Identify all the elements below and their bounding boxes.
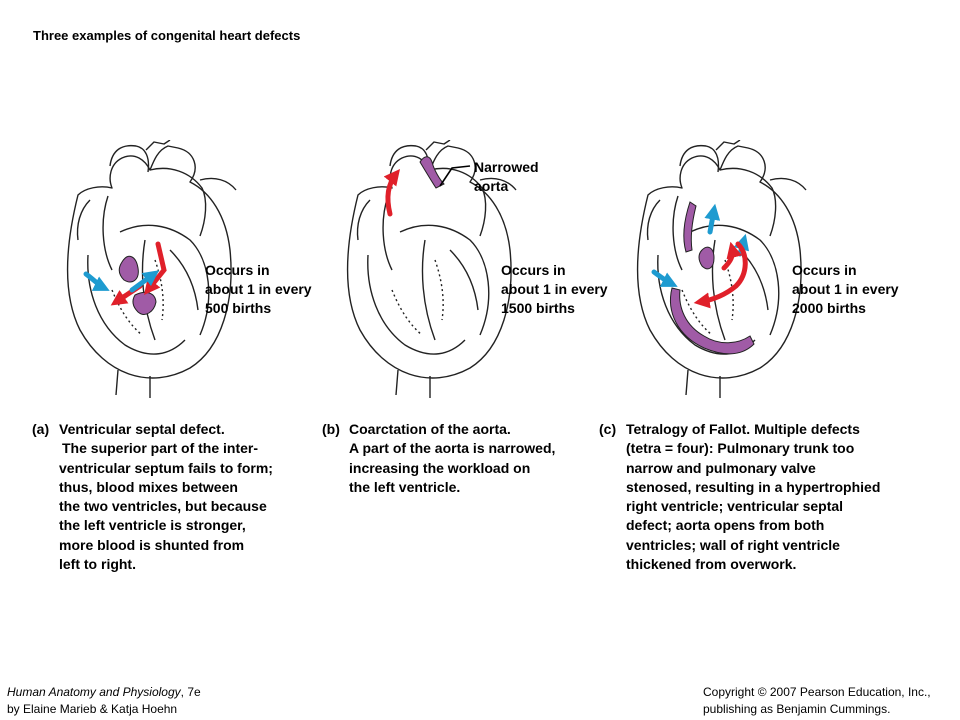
narrowed-aorta-label: Narrowed aorta	[474, 159, 539, 194]
caption-b-text: Coarctation of the aorta. A part of the …	[349, 421, 556, 495]
caption-c-text: Tetralogy of Fallot. Multiple defects (t…	[626, 421, 881, 573]
septal-defect-region	[132, 291, 157, 315]
deoxygenated-blood-arrow	[83, 271, 110, 291]
footer-book-credit: Human Anatomy and Physiology, 7e by Elai…	[7, 684, 201, 718]
oxygenated-blood-arrow	[721, 241, 743, 271]
heart-diagram-b	[346, 140, 517, 399]
panel-letter-c: (c)	[599, 421, 617, 437]
deoxygenated-blood-arrow	[704, 203, 721, 235]
occurrence-stat-c: Occurs in about 1 in every 2000 births	[792, 262, 899, 316]
figure-title: Three examples of congenital heart defec…	[33, 28, 301, 43]
septal-defect-region	[118, 255, 139, 283]
panel-letter-a: (a)	[32, 421, 50, 437]
occurrence-stat-a: Occurs in about 1 in every 500 births	[205, 262, 312, 316]
oxygenated-blood-arrow	[693, 241, 748, 309]
oxygenated-blood-arrow	[144, 241, 167, 295]
hypertrophied-wall-region	[670, 287, 755, 355]
callout-leader-line	[439, 165, 471, 187]
narrowed-aorta-region	[419, 156, 445, 189]
book-edition: , 7e	[180, 685, 201, 699]
septal-defect-region	[698, 246, 715, 270]
book-title: Human Anatomy and Physiology	[7, 685, 181, 699]
heart-diagram-c	[636, 140, 807, 399]
deoxygenated-blood-arrow	[651, 269, 678, 287]
caption-a-text: Ventricular septal defect. The superior …	[59, 421, 273, 573]
heart-diagram-a	[66, 140, 237, 399]
oxygenated-blood-arrow	[383, 169, 400, 217]
deoxygenated-blood-arrow	[129, 270, 160, 293]
pulmonary-stenosis-region	[683, 201, 697, 253]
panel-letter-b: (b)	[322, 421, 340, 437]
footer-copyright: Copyright © 2007 Pearson Education, Inc.…	[703, 685, 931, 716]
book-authors: by Elaine Marieb & Katja Hoehn	[7, 702, 178, 716]
occurrence-stat-b: Occurs in about 1 in every 1500 births	[501, 262, 608, 316]
